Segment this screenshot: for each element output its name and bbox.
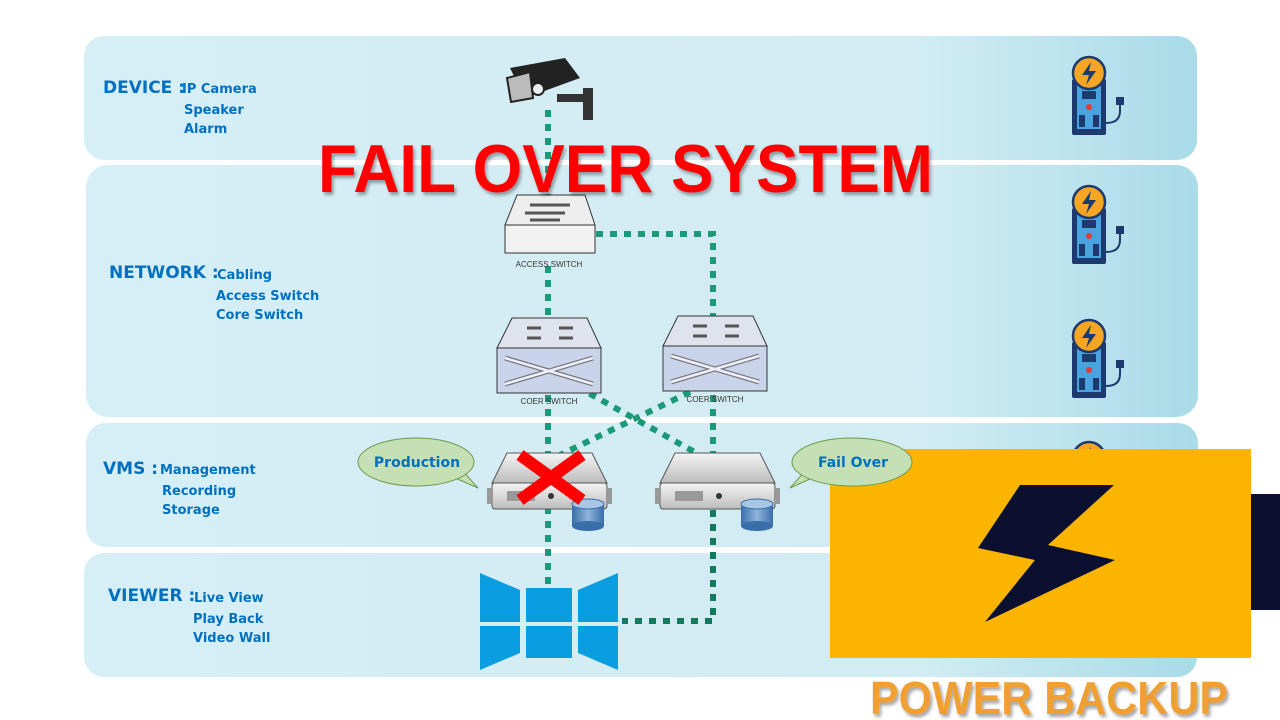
database-icon: [571, 498, 605, 532]
red-x-icon: [516, 450, 586, 505]
database-icon: [740, 498, 774, 532]
svg-text:Access Switch: Access Switch: [216, 289, 319, 304]
failover-bubble: Fail Over: [789, 437, 913, 489]
svg-text:Fail Over: Fail Over: [818, 455, 888, 471]
svg-text:IP Camera: IP Camera: [182, 82, 257, 97]
cabling: [545, 110, 716, 624]
access-switch-icon: [504, 194, 596, 254]
device-layer-label: DEVICE : IP Camera Speaker Alarm: [103, 78, 257, 137]
core-switch-2-icon: [663, 316, 767, 391]
navy-bar: [1250, 494, 1280, 610]
network-layer-band: [86, 165, 1198, 417]
svg-text:Core Switch: Core Switch: [216, 308, 303, 323]
core-switch-2-label: COER SWITCH: [687, 395, 744, 404]
svg-text:Recording: Recording: [162, 484, 236, 499]
svg-text:Production: Production: [374, 455, 460, 471]
device-layer-band: [84, 36, 1197, 160]
page-title: FAIL OVER SYSTEM: [318, 131, 933, 207]
core-switch-1-label: COER SWITCH: [521, 397, 578, 406]
vms-layer-label: VMS : Management Recording Storage: [103, 459, 256, 518]
svg-text:Live View: Live View: [194, 591, 264, 606]
svg-text:Speaker: Speaker: [184, 103, 244, 118]
svg-text:Cabling: Cabling: [217, 268, 272, 283]
svg-text:DEVICE :: DEVICE :: [103, 78, 185, 98]
power-backup-label: POWER BACKUP: [870, 672, 1228, 720]
svg-text:Alarm: Alarm: [184, 122, 227, 137]
svg-text:Storage: Storage: [162, 503, 220, 518]
svg-text:Play Back: Play Back: [193, 612, 264, 627]
network-layer-label: NETWORK : Cabling Access Switch Core Swi…: [109, 263, 319, 323]
lightning-bolt-icon: [978, 485, 1115, 622]
viewer-layer-label: VIEWER : Live View Play Back Video Wall: [108, 586, 270, 646]
svg-text:VIEWER :: VIEWER :: [108, 586, 195, 606]
svg-text:NETWORK :: NETWORK :: [109, 263, 219, 283]
core-switch-1-icon: [497, 318, 601, 393]
svg-text:Video Wall: Video Wall: [193, 631, 270, 646]
access-switch-label: ACCESS SWITCH: [516, 260, 583, 269]
svg-text:Management: Management: [160, 463, 256, 478]
cctv-camera-icon: [505, 58, 593, 120]
svg-text:VMS :: VMS :: [103, 459, 158, 479]
production-bubble: Production: [357, 437, 479, 489]
windows-logo-icon: [480, 573, 618, 670]
